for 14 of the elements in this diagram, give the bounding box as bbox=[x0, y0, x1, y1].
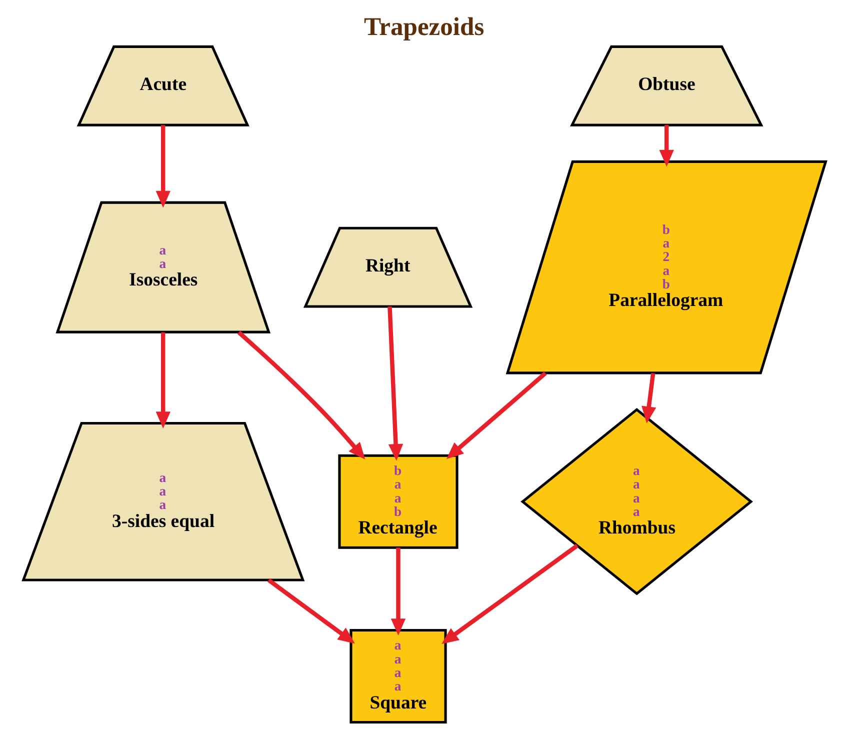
arrow bbox=[156, 125, 170, 208]
arrow bbox=[642, 372, 656, 424]
arrow bbox=[659, 125, 674, 167]
diagram-title: Trapezoids bbox=[364, 12, 484, 41]
node-diamond: a a a a Rhombus bbox=[520, 408, 753, 596]
arrow bbox=[267, 578, 355, 644]
node-box: a a a a Square bbox=[350, 628, 447, 724]
node-box: b a a b Rectangle bbox=[338, 454, 458, 549]
arrow bbox=[237, 330, 366, 460]
arrow bbox=[390, 548, 406, 636]
arrow bbox=[388, 306, 404, 461]
arrow bbox=[156, 332, 170, 428]
arrow bbox=[442, 544, 578, 644]
arrow bbox=[446, 372, 547, 459]
